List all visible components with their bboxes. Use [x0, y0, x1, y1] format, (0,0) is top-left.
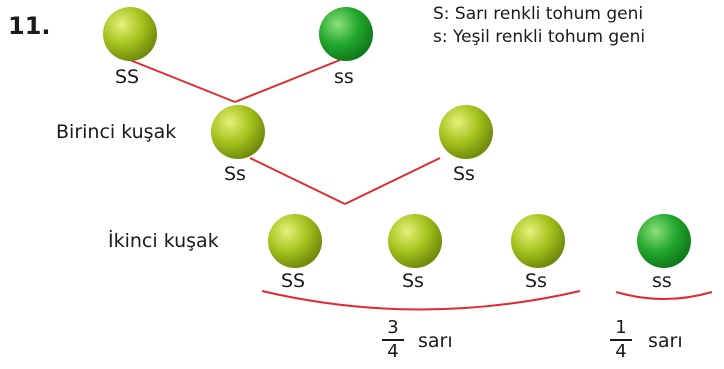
green-ratio-fraction-bar [610, 339, 632, 341]
question-number: 11. [8, 12, 51, 40]
f2-seed-3 [511, 214, 565, 268]
f2-genotype-2: Ss [402, 270, 424, 292]
green-ratio-denominator: 4 [615, 341, 627, 362]
parent-left-genotype: SS [115, 66, 140, 88]
first-generation-label: Birinci kuşak [56, 121, 177, 143]
legend-dominant: S: Sarı renkli tohum geni [433, 4, 644, 24]
f1-seed-left [211, 105, 265, 159]
green-ratio-word: sarı [648, 330, 683, 352]
f1-cross-line-left [249, 157, 346, 205]
green-ratio-numerator: 1 [615, 317, 627, 338]
yellow-group-bracket [261, 290, 581, 311]
f1-left-genotype: Ss [224, 163, 246, 185]
parent-cross-line-right [234, 59, 341, 103]
f2-genotype-1: SS [281, 270, 306, 292]
f2-seed-1 [268, 214, 322, 268]
f2-genotype-4: ss [652, 270, 672, 292]
f1-seed-right [439, 105, 493, 159]
second-generation-label: İkinci kuşak [108, 230, 219, 252]
yellow-ratio-fraction-bar [382, 339, 404, 341]
parent-green-seed [319, 7, 373, 61]
parent-yellow-seed [103, 7, 157, 61]
green-group-bracket [615, 291, 713, 300]
f2-genotype-3: Ss [525, 270, 547, 292]
f1-right-genotype: Ss [453, 163, 475, 185]
f2-seed-4 [637, 214, 691, 268]
yellow-ratio-denominator: 4 [387, 341, 399, 362]
parent-cross-line-left [129, 59, 236, 103]
yellow-ratio-fraction: 3 4 [382, 318, 404, 362]
f2-seed-2 [388, 214, 442, 268]
yellow-ratio-word: sarı [418, 330, 453, 352]
legend-recessive: s: Yeşil renkli tohum geni [433, 27, 646, 47]
yellow-ratio-numerator: 3 [387, 317, 399, 338]
parent-right-genotype: ss [334, 66, 354, 88]
green-ratio-fraction: 1 4 [610, 318, 632, 362]
f1-cross-line-right [344, 157, 441, 205]
